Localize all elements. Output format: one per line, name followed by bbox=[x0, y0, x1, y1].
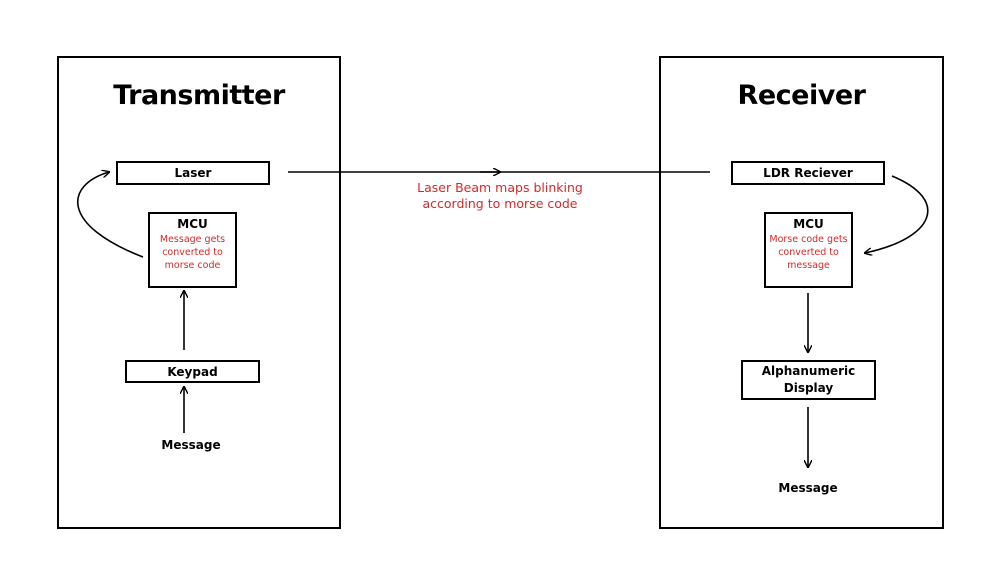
mcu-to-laser-arrow bbox=[76, 172, 144, 258]
transmitter-panel: Transmitter bbox=[57, 56, 341, 529]
transmitter-mcu-box: MCU Message gets converted to morse code bbox=[148, 212, 237, 288]
laser-box: Laser bbox=[116, 161, 270, 185]
receiver-message-label: Message bbox=[778, 481, 838, 495]
ldr-receiver-box: LDR Reciever bbox=[731, 161, 885, 185]
receiver-title: Receiver bbox=[737, 80, 866, 111]
ldr-to-mcu-arrow bbox=[865, 175, 929, 253]
alphanumeric-display-label: Alphanumeric Display bbox=[761, 364, 856, 395]
transmitter-title: Transmitter bbox=[113, 80, 285, 111]
receiver-panel: Receiver bbox=[659, 56, 944, 529]
alphanumeric-display-box: Alphanumeric Display bbox=[741, 360, 876, 400]
transmitter-mcu-description: Message gets converted to morse code bbox=[159, 234, 226, 271]
receiver-mcu-box: MCU Morse code gets converted to message bbox=[764, 212, 853, 288]
receiver-mcu-description: Morse code gets converted to message bbox=[769, 234, 848, 271]
receiver-mcu-title: MCU bbox=[793, 217, 824, 231]
beam-annotation: Laser Beam maps blinking according to mo… bbox=[417, 180, 583, 211]
ldr-receiver-label: LDR Reciever bbox=[763, 166, 853, 180]
transmitter-mcu-title: MCU bbox=[177, 217, 208, 231]
laser-label: Laser bbox=[174, 166, 212, 180]
transmitter-message-label: Message bbox=[161, 438, 221, 452]
keypad-box: Keypad bbox=[125, 360, 260, 383]
keypad-label: Keypad bbox=[167, 364, 218, 379]
